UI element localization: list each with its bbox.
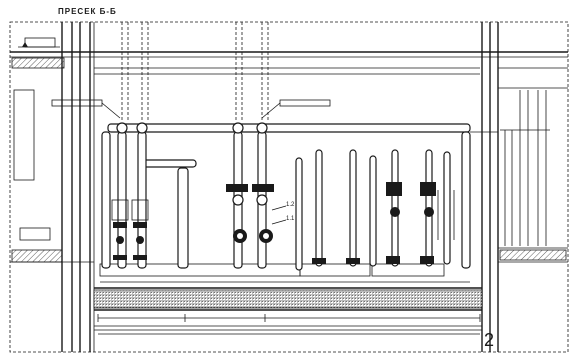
top-slab <box>10 51 568 75</box>
inner-dimensions <box>437 131 498 240</box>
window-left <box>13 89 35 181</box>
pipe-tags <box>51 99 331 119</box>
valve-tag-lower: 1.1 <box>286 216 295 222</box>
section-title: ПРЕСЕК Б-Б <box>58 7 117 16</box>
header-pipe <box>107 123 471 269</box>
left-columns <box>61 22 95 352</box>
level-marker <box>18 37 60 48</box>
equipment-bases <box>99 263 470 283</box>
bottom-dimensions <box>97 314 481 335</box>
right-pump-group-1 <box>295 149 360 271</box>
floor-slab <box>10 261 483 331</box>
risers-dashed <box>121 22 269 120</box>
right-columns <box>481 22 568 352</box>
drawing-frame <box>9 21 569 353</box>
left-pump-group <box>101 122 149 269</box>
radiator-left <box>19 227 51 241</box>
axis-label: 2 <box>484 330 494 350</box>
center-pump-group <box>226 122 287 269</box>
valve-tag-upper: 1.2 <box>286 202 295 208</box>
right-dimensions <box>500 90 550 246</box>
right-pump-group-2 <box>369 131 471 269</box>
wall-hatch-left <box>11 249 63 263</box>
